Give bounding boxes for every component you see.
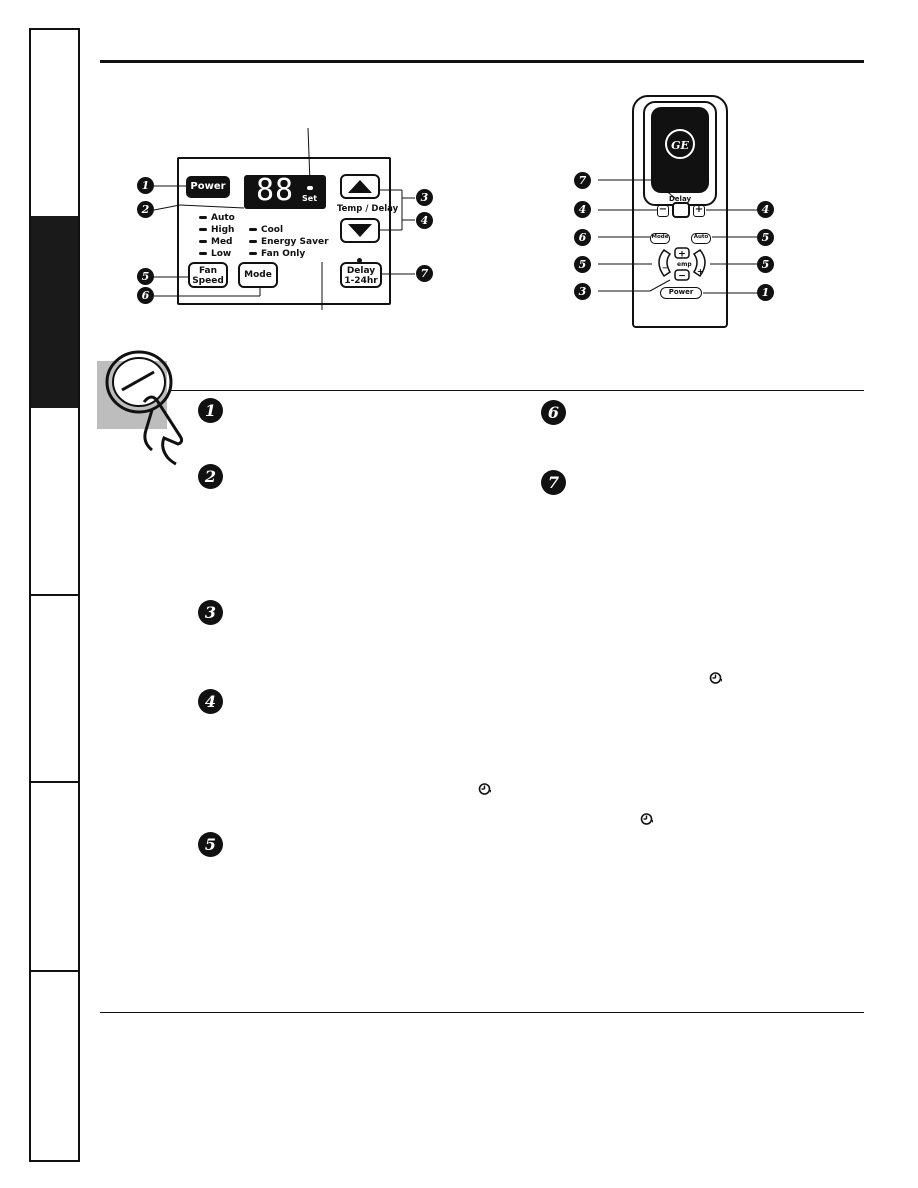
up-arrow-icon bbox=[348, 180, 372, 193]
remote-power-button[interactable]: Power bbox=[660, 287, 702, 299]
remote-minus-button[interactable]: − bbox=[657, 204, 669, 217]
svg-text:+: + bbox=[697, 267, 704, 276]
delay-clock-icon bbox=[640, 813, 653, 825]
delay-clock-icon bbox=[709, 672, 722, 684]
power-button[interactable]: Power bbox=[186, 176, 230, 198]
remote-callout-5-left: 5 bbox=[574, 256, 591, 273]
remote-delay-label: Delay bbox=[669, 195, 692, 203]
remote-callout-7: 7 bbox=[574, 172, 591, 189]
set-indicator bbox=[307, 186, 313, 190]
down-arrow-icon bbox=[348, 224, 372, 237]
callout-5: 5 bbox=[137, 268, 154, 285]
mode-button[interactable]: Mode bbox=[238, 262, 278, 288]
fan-speed-label-2: Speed bbox=[192, 276, 224, 286]
section-number-6: 6 bbox=[541, 400, 566, 425]
indicator-high: High bbox=[199, 225, 234, 235]
indicator-fan-only: Fan Only bbox=[249, 249, 305, 259]
delay-indicator-light bbox=[357, 258, 362, 263]
fan-speed-button[interactable]: Fan Speed bbox=[188, 262, 228, 288]
remote-body bbox=[632, 95, 728, 328]
remote-callout-1: 1 bbox=[757, 284, 774, 301]
remote-leader-lines bbox=[598, 179, 762, 294]
remote-callout-5-right: 5 bbox=[757, 256, 774, 273]
section-number-3: 3 bbox=[198, 600, 223, 625]
delay-button[interactable]: Delay 1-24hr bbox=[340, 262, 382, 288]
section-number-7: 7 bbox=[541, 470, 566, 495]
remote-temp-label: emp bbox=[677, 261, 692, 268]
section-tab-active-fill bbox=[31, 216, 78, 408]
remote-plus-button[interactable]: + bbox=[693, 204, 705, 217]
remote-callout-4-right: 4 bbox=[757, 201, 774, 218]
callout-7: 7 bbox=[416, 265, 433, 282]
remote-delay-button[interactable] bbox=[672, 202, 690, 218]
set-leader-line bbox=[307, 127, 311, 184]
control-panel bbox=[177, 157, 391, 305]
indicator-med: Med bbox=[199, 237, 233, 247]
section-number-5: 5 bbox=[198, 832, 223, 857]
callout-2: 2 bbox=[137, 201, 154, 218]
svg-text:−: − bbox=[678, 272, 686, 282]
remote-callout-3: 3 bbox=[574, 283, 591, 300]
pointing-hand-icon bbox=[105, 350, 184, 466]
indicator-energy-saver: Energy Saver bbox=[249, 237, 329, 247]
remote-mode-button[interactable]: Mode bbox=[650, 233, 670, 244]
tab-divider bbox=[29, 781, 80, 783]
svg-text:+: + bbox=[678, 250, 686, 260]
callout-1: 1 bbox=[137, 177, 154, 194]
section-number-4: 4 bbox=[198, 689, 223, 714]
section-rule bbox=[170, 390, 864, 391]
led-display bbox=[244, 175, 326, 209]
temp-delay-label: Temp / Delay bbox=[337, 204, 399, 214]
remote-dpad[interactable]: + − − + bbox=[650, 246, 714, 286]
remote-callout-6: 6 bbox=[574, 229, 591, 246]
display-digits: 88 bbox=[256, 173, 295, 208]
remote-callout-5-right-top: 5 bbox=[757, 229, 774, 246]
callout-6: 6 bbox=[137, 287, 154, 304]
remote-auto-button[interactable]: Auto bbox=[691, 233, 711, 244]
fan-speed-label-1: Fan bbox=[198, 266, 218, 276]
delay-label-1: Delay bbox=[346, 266, 376, 276]
delay-label-2: 1-24hr bbox=[344, 276, 378, 286]
indicator-low: Low bbox=[199, 249, 231, 259]
callout-4: 4 bbox=[416, 212, 433, 229]
section-number-1: 1 bbox=[198, 398, 223, 423]
temp-down-button[interactable] bbox=[340, 218, 380, 243]
panel-leader-lines bbox=[153, 185, 415, 310]
tab-divider bbox=[29, 970, 80, 972]
temp-up-button[interactable] bbox=[340, 174, 380, 199]
section-number-2: 2 bbox=[198, 464, 223, 489]
remote-callout-4-left: 4 bbox=[574, 201, 591, 218]
delay-clock-icon bbox=[478, 783, 491, 795]
svg-text:−: − bbox=[662, 264, 668, 272]
ge-logo: GE bbox=[665, 129, 695, 159]
bottom-rule bbox=[100, 1012, 864, 1013]
indicator-cool: Cool bbox=[249, 225, 283, 235]
tab-divider bbox=[29, 594, 80, 596]
callout-3: 3 bbox=[416, 189, 433, 206]
top-rule bbox=[100, 60, 864, 63]
indicator-auto: Auto bbox=[199, 213, 235, 223]
set-label: Set bbox=[302, 194, 318, 203]
